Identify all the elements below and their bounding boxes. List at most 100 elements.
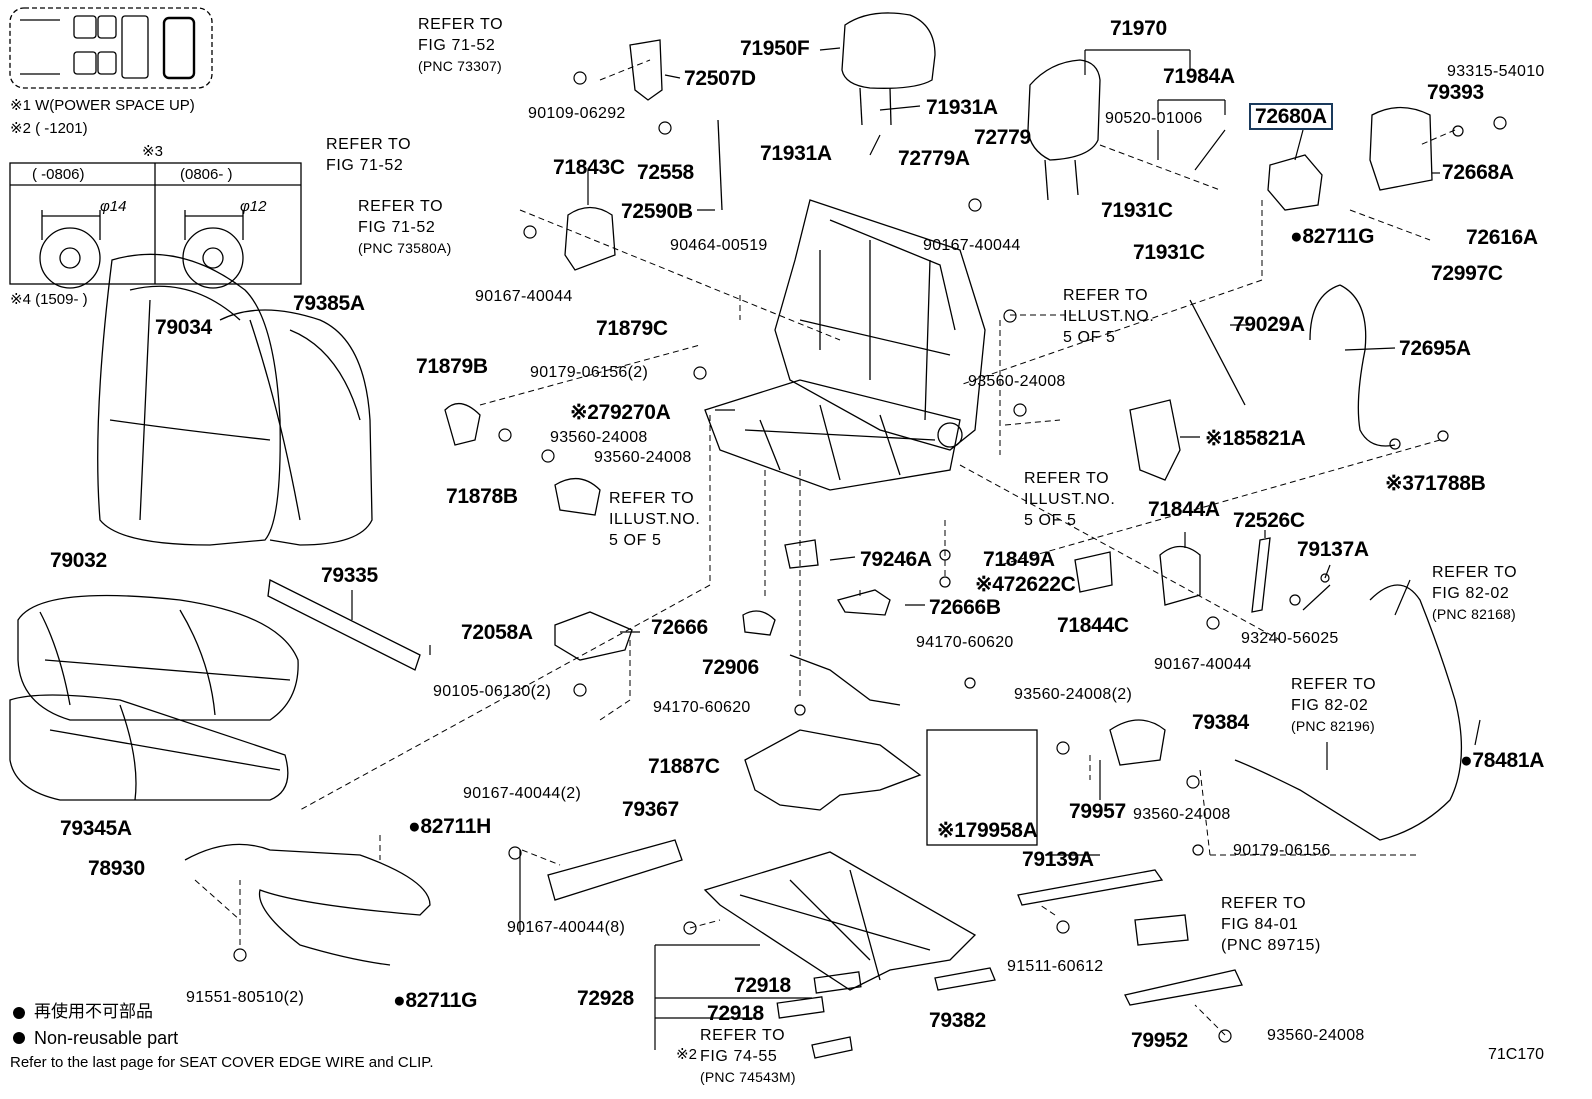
refer-fig-74-55[interactable]: REFER TO FIG 74-55 (PNC 74543M) (700, 1025, 796, 1088)
note-1: ※1 W(POWER SPACE UP) (10, 97, 195, 114)
part-94170-60620-b[interactable]: 94170-60620 (653, 699, 751, 716)
part-71844A[interactable]: 71844A (1148, 498, 1220, 521)
refer-illust-3[interactable]: REFER TO ILLUST.NO. 5 OF 5 (609, 488, 700, 551)
part-72695A[interactable]: 72695A (1399, 337, 1471, 360)
part-72666[interactable]: 72666 (651, 616, 708, 639)
part-93560-24008-e[interactable]: 93560-24008 (1267, 1027, 1365, 1044)
part-79385A[interactable]: 79385A (293, 292, 365, 315)
part-72058A[interactable]: 72058A (461, 621, 533, 644)
part-79335[interactable]: 79335 (321, 564, 378, 587)
part-79393[interactable]: 79393 (1427, 81, 1484, 104)
part-72526C[interactable]: 72526C (1233, 509, 1305, 532)
part-72558[interactable]: 72558 (637, 161, 694, 184)
part-71788B[interactable]: ※371788B (1385, 472, 1486, 495)
part-72906[interactable]: 72906 (702, 656, 759, 679)
part-79139A[interactable]: 79139A (1022, 848, 1094, 871)
refer-fig-82-02-b[interactable]: REFER TO FIG 82-02 (PNC 82196) (1291, 674, 1376, 737)
part-72928[interactable]: 72928 (577, 987, 634, 1010)
part-71844C[interactable]: 71844C (1057, 614, 1129, 637)
cover-71843C (564, 206, 616, 271)
note-3-dim1: φ14 (100, 198, 127, 215)
part-90464-00519[interactable]: 90464-00519 (670, 237, 768, 254)
part-71970[interactable]: 71970 (1110, 17, 1167, 40)
part-93240-56025[interactable]: 93240-56025 (1241, 630, 1339, 647)
refer-fig-82-02-a[interactable]: REFER TO FIG 82-02 (PNC 82168) (1432, 562, 1517, 625)
part-93560-24008-a[interactable]: 93560-24008 (968, 373, 1066, 390)
part-93315-54010[interactable]: 93315-54010 (1447, 63, 1545, 80)
part-72779[interactable]: 72779 (974, 126, 1031, 149)
part-79029A[interactable]: 79029A (1233, 313, 1305, 336)
part-79957[interactable]: 79957 (1069, 800, 1126, 823)
part-82711G-b[interactable]: ●82711G (393, 989, 478, 1012)
part-72622C[interactable]: ※472622C (975, 573, 1076, 596)
part-79382[interactable]: 79382 (929, 1009, 986, 1032)
part-72616A[interactable]: 72616A (1466, 226, 1538, 249)
refer-fig-84-01[interactable]: REFER TO FIG 84-01 (PNC 89715) (1221, 893, 1321, 956)
part-71879B[interactable]: 71879B (416, 355, 488, 378)
part-71878B[interactable]: 71878B (446, 485, 518, 508)
part-79345A[interactable]: 79345A (60, 817, 132, 840)
part-90109-06292[interactable]: 90109-06292 (528, 105, 626, 122)
refer-illust-2[interactable]: REFER TO ILLUST.NO. 5 OF 5 (1024, 468, 1115, 531)
part-90167-40044-a[interactable]: 90167-40044 (923, 237, 1021, 254)
part-79384[interactable]: 79384 (1192, 711, 1249, 734)
part-72668A[interactable]: 72668A (1442, 161, 1514, 184)
refer-fig-71-52-c[interactable]: REFER TO FIG 71-52 (PNC 73580A) (358, 196, 451, 259)
refer-fig-71-52-b[interactable]: REFER TO FIG 71-52 (326, 134, 411, 176)
part-72997C[interactable]: 72997C (1431, 262, 1503, 285)
part-82711G-a[interactable]: ●82711G (1290, 225, 1375, 248)
clip-size-table (9, 162, 302, 289)
part-90179-06156-2[interactable]: 90179-06156(2) (530, 364, 649, 381)
part-71931C-2[interactable]: 71931C (1133, 241, 1205, 264)
part-72918-a[interactable]: 72918 (734, 974, 791, 997)
part-90179-06156[interactable]: 90179-06156 (1233, 842, 1331, 859)
part-90167-40044-b[interactable]: 90167-40044 (475, 288, 573, 305)
part-72779A[interactable]: 72779A (898, 147, 970, 170)
part-72918-b[interactable]: 72918 (707, 1002, 764, 1025)
part-82711H[interactable]: ●82711H (408, 815, 491, 838)
part-79034[interactable]: 79034 (155, 316, 212, 339)
part-71931A-1[interactable]: 71931A (926, 96, 998, 119)
cover-79384 (1109, 719, 1166, 766)
part-93560-24008-c[interactable]: 93560-24008 (594, 449, 692, 466)
part-90167-40044-2x[interactable]: 90167-40044(2) (463, 785, 582, 802)
part-71843C[interactable]: 71843C (553, 156, 625, 179)
part-71984A[interactable]: 71984A (1163, 65, 1235, 88)
part-71879C[interactable]: 71879C (596, 317, 668, 340)
part-79952[interactable]: 79952 (1131, 1029, 1188, 1052)
part-72680A[interactable]: 72680A (1249, 103, 1333, 130)
part-90167-40044-c[interactable]: 90167-40044 (1154, 656, 1252, 673)
refer-line: FIG 71-52 (418, 37, 496, 54)
part-72666B[interactable]: 72666B (929, 596, 1001, 619)
seat-back-pad (219, 309, 373, 546)
part-79032[interactable]: 79032 (50, 549, 107, 572)
part-71887C[interactable]: 71887C (648, 755, 720, 778)
part-78481A[interactable]: ●78481A (1460, 749, 1545, 772)
part-93560-24008-2x[interactable]: 93560-24008(2) (1014, 686, 1133, 703)
diagram-code: 71C170 (1488, 1046, 1545, 1063)
part-94170-60620-a[interactable]: 94170-60620 (916, 634, 1014, 651)
part-93560-24008-d[interactable]: 93560-24008 (1133, 806, 1231, 823)
part-71849A[interactable]: 71849A (983, 548, 1055, 571)
part-79367[interactable]: 79367 (622, 798, 679, 821)
part-79137A[interactable]: 79137A (1297, 538, 1369, 561)
part-90520-01006[interactable]: 90520-01006 (1105, 110, 1203, 127)
part-71950F[interactable]: 71950F (740, 37, 810, 60)
part-79246A[interactable]: 79246A (860, 548, 932, 571)
part-90105-06130-2[interactable]: 90105-06130(2) (433, 683, 552, 700)
part-72507D[interactable]: 72507D (684, 67, 756, 90)
part-72590B[interactable]: 72590B (621, 200, 693, 223)
part-85821A[interactable]: ※185821A (1205, 427, 1306, 450)
part-78930[interactable]: 78930 (88, 857, 145, 880)
part-93560-24008-b[interactable]: 93560-24008 (550, 429, 648, 446)
refer-illust-1[interactable]: REFER TO ILLUST.NO. 5 OF 5 (1063, 285, 1154, 348)
part-71931C-1[interactable]: 71931C (1101, 199, 1173, 222)
part-90167-40044-8x[interactable]: 90167-40044(8) (507, 919, 626, 936)
part-79958A[interactable]: ※179958A (937, 819, 1038, 842)
part-91551-80510-2[interactable]: 91551-80510(2) (186, 989, 305, 1006)
refer-fig-71-52-a[interactable]: REFER TO FIG 71-52 (PNC 73307) (418, 14, 503, 77)
part-71931A-2[interactable]: 71931A (760, 142, 832, 165)
part-91511-60612[interactable]: 91511-60612 (1007, 958, 1104, 975)
refer-line: REFER TO (418, 16, 504, 33)
part-79270A[interactable]: ※279270A (570, 401, 671, 424)
